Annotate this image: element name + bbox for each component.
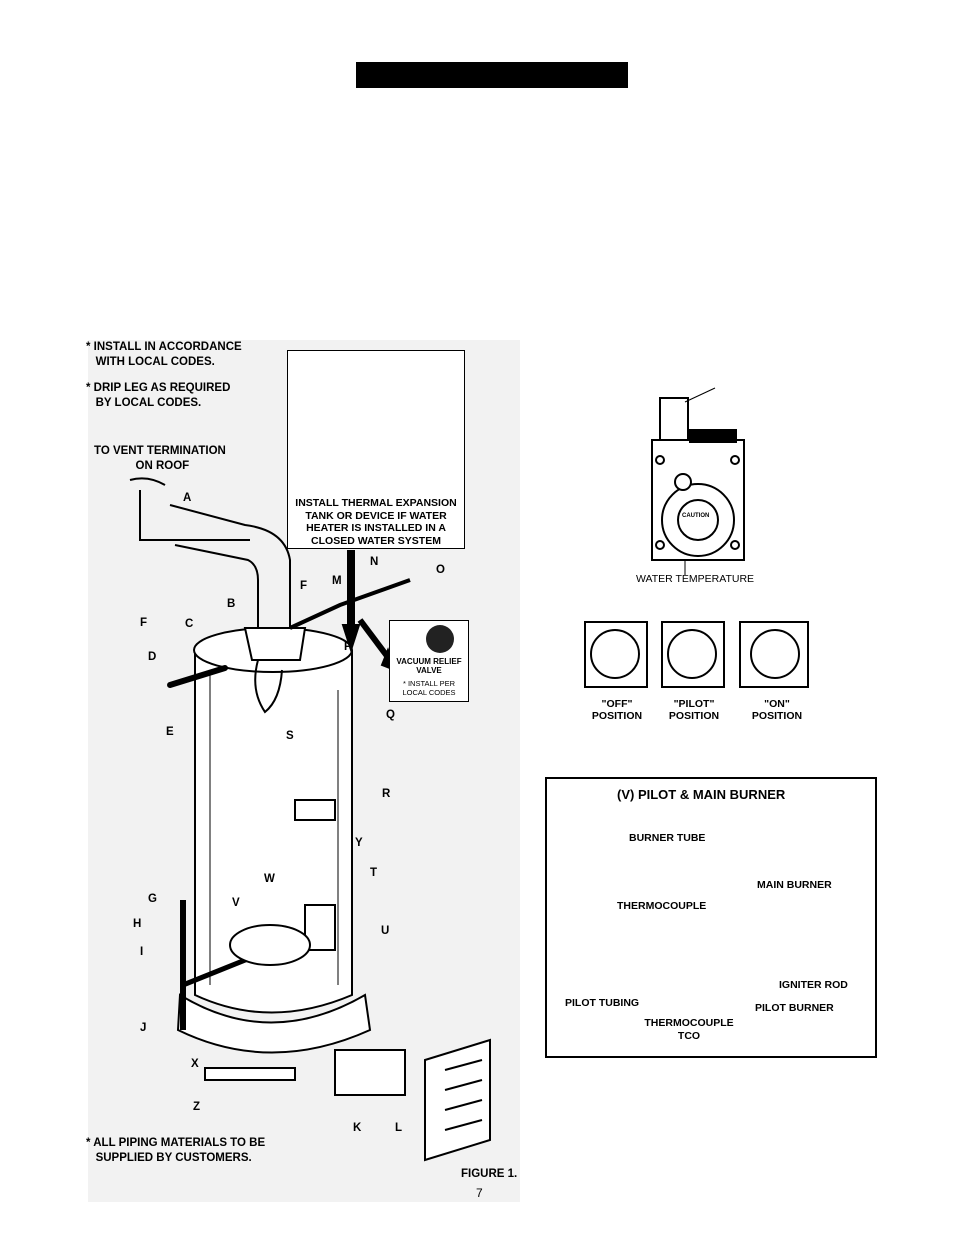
part-label-x: X [191, 1058, 199, 1070]
part-label-c: C [185, 618, 194, 630]
thermocouple-tco-label: THERMOCOUPLE TCO [644, 1017, 734, 1042]
part-label-v: V [232, 897, 240, 909]
section-title-bar [356, 62, 628, 88]
pilot-tubing-label: PILOT TUBING [565, 997, 640, 1009]
part-label-o: O [436, 564, 445, 576]
part-label-y: Y [355, 837, 363, 849]
water-temperature-label: WATER TEMPERATURE [636, 573, 755, 585]
page-number: 7 [476, 1186, 483, 1200]
vacuum-relief-note: * INSTALL PER LOCAL CODES [402, 679, 456, 697]
part-label-q: Q [386, 709, 395, 721]
part-label-f-left: F [140, 617, 148, 629]
part-label-z: Z [193, 1101, 201, 1113]
drip-leg-note: * DRIP LEG AS REQUIRED BY LOCAL CODES. [86, 382, 231, 409]
pilot-burner-label: PILOT BURNER [755, 1002, 834, 1014]
vacuum-relief-valve-icon [426, 625, 454, 653]
burner-tube-label: BURNER TUBE [629, 832, 706, 844]
expansion-tank-text: INSTALL THERMAL EXPANSION TANK OR DEVICE… [295, 497, 457, 547]
part-label-r: R [382, 788, 391, 800]
burner-panel-title: (V) PILOT & MAIN BURNER [617, 787, 786, 802]
igniter-rod-label: IGNITER ROD [779, 979, 848, 991]
part-label-w: W [264, 873, 275, 885]
pilot-main-burner-panel: (V) PILOT & MAIN BURNER BURNER TUBE MAIN… [545, 777, 877, 1058]
part-label-e: E [166, 726, 174, 738]
figure-caption: FIGURE 1. [461, 1168, 518, 1180]
caution-label: CAUTION [682, 513, 710, 519]
vent-termination-note: TO VENT TERMINATION ON ROOF [94, 445, 226, 472]
part-label-h: H [133, 918, 142, 930]
vacuum-relief-callout: VACUUM RELIEF VALVE * INSTALL PER LOCAL … [389, 620, 469, 702]
pilot-position-label: "PILOT" POSITION [668, 698, 720, 722]
part-label-n: N [370, 556, 379, 568]
thermocouple-label: THERMOCOUPLE [617, 900, 707, 912]
part-label-t: T [370, 867, 378, 879]
part-label-b: B [227, 598, 236, 610]
main-burner-label: MAIN BURNER [757, 879, 832, 891]
part-label-f-right: F [300, 580, 308, 592]
part-label-i: I [140, 946, 144, 958]
part-label-m: M [332, 575, 342, 587]
part-label-s: S [286, 730, 294, 742]
part-label-d: D [148, 651, 157, 663]
part-label-j: J [140, 1022, 147, 1034]
expansion-tank-callout: INSTALL THERMAL EXPANSION TANK OR DEVICE… [287, 350, 465, 549]
off-position-label: "OFF" POSITION [591, 698, 643, 722]
vacuum-relief-title: VACUUM RELIEF VALVE [396, 657, 462, 675]
part-label-u: U [381, 925, 390, 937]
part-label-k: K [353, 1122, 362, 1134]
part-label-a: A [183, 492, 192, 504]
part-label-l: L [395, 1122, 403, 1134]
install-codes-note: * INSTALL IN ACCORDANCE WITH LOCAL CODES… [86, 341, 242, 368]
piping-materials-note: * ALL PIPING MATERIALS TO BE SUPPLIED BY… [86, 1137, 266, 1164]
part-label-p: P [344, 641, 352, 653]
part-label-g: G [148, 893, 157, 905]
on-position-label: "ON" POSITION [751, 698, 803, 722]
